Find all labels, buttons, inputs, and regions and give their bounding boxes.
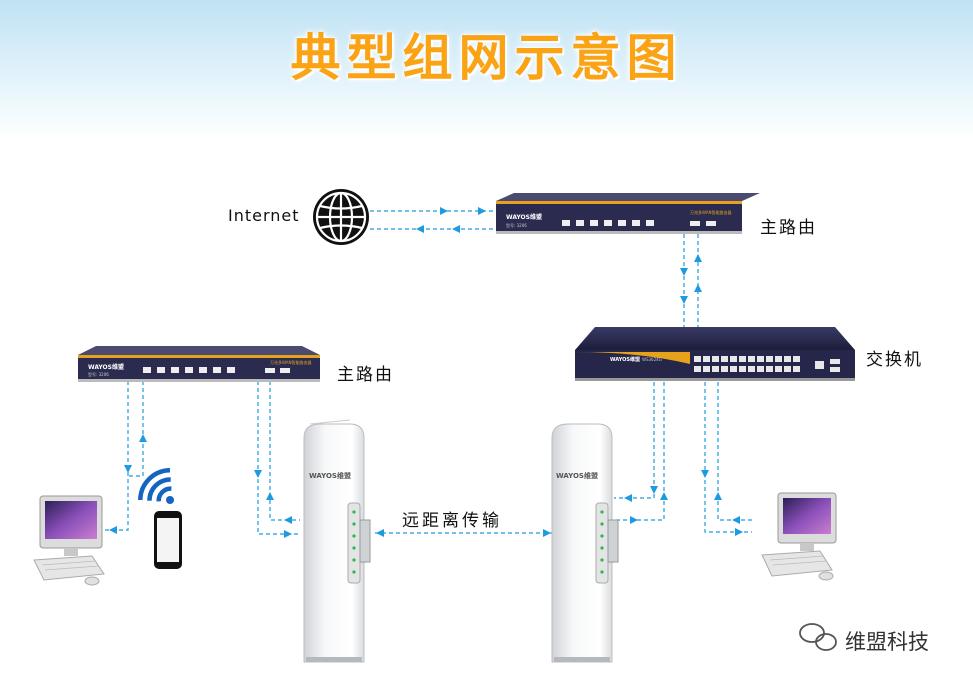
link-arrows	[109, 207, 743, 538]
internet-label: Internet	[228, 206, 300, 225]
main-router-top-label: 主路由	[760, 218, 817, 238]
globe-icon	[313, 189, 369, 245]
cpe-right-brand: WAYOS维盟	[556, 471, 598, 480]
router-top-brand: WAYOS维盟	[506, 213, 542, 221]
desktop-computer-icon	[33, 495, 105, 586]
switch-label: 交换机	[866, 350, 923, 370]
long-distance-label: 远距离传输	[402, 511, 502, 531]
page-title: 典型组网示意图	[290, 29, 683, 87]
desktop-computer-icon	[761, 492, 837, 581]
router-left-series: 万兆多WAN智能路由器	[270, 359, 311, 365]
switch-model: WS3624G	[642, 357, 662, 362]
router-top-series: 万兆多WAN智能路由器	[690, 209, 731, 215]
cpe-left-brand: WAYOS维盟	[309, 471, 351, 480]
smartphone-icon	[154, 511, 182, 569]
router-left-model: 型号: 3206	[88, 371, 109, 377]
router-left-device	[78, 346, 320, 382]
main-router-left-label: 主路由	[337, 365, 394, 385]
switch-device	[575, 327, 855, 381]
switch-brand: WAYOS维盟	[610, 356, 640, 363]
wechat-icon	[799, 623, 837, 651]
router-left-brand: WAYOS维盟	[88, 363, 124, 371]
router-top-device	[496, 193, 760, 234]
cpe-right-device	[551, 423, 619, 663]
wifi-signal-icon	[138, 468, 174, 504]
router-top-model: 型号: 3206	[506, 222, 527, 228]
watermark-text: 维盟科技	[845, 630, 929, 654]
cpe-left-device	[303, 419, 371, 663]
